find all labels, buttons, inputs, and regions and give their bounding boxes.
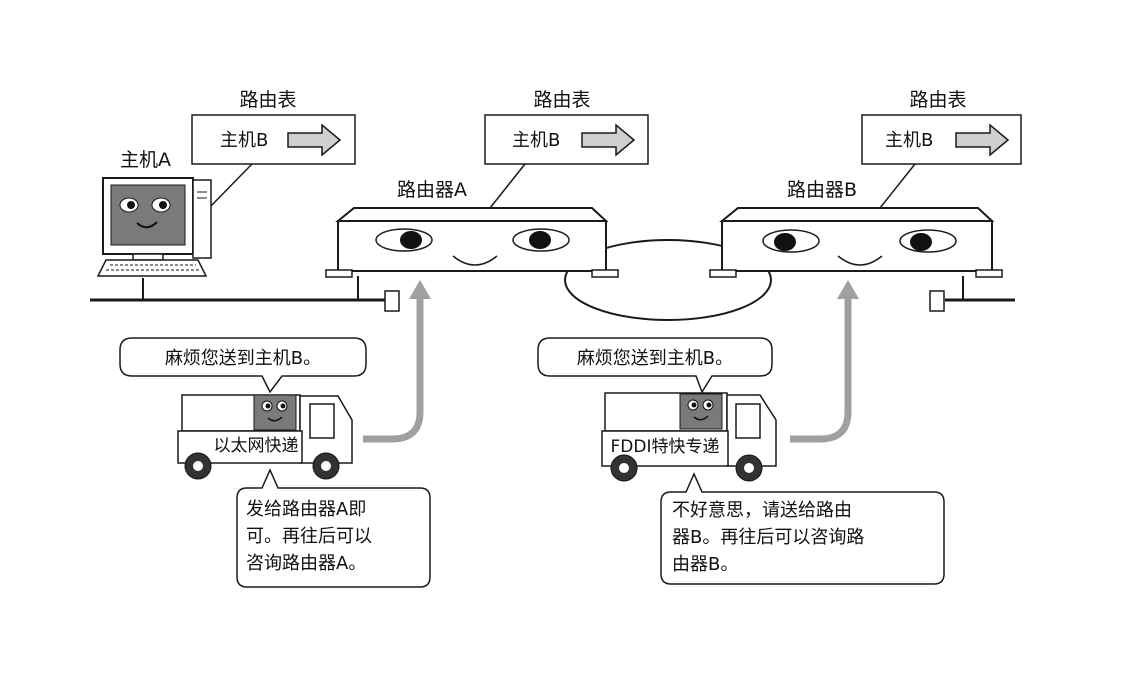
cab-window	[735, 403, 761, 439]
left-pupil	[774, 233, 796, 251]
response-text-a: 发给路由器A即 可。再往后可以 咨询路由器A。	[246, 496, 372, 577]
right-pupil	[706, 402, 712, 408]
right-arrow-icon	[955, 123, 1010, 157]
smile-icon	[136, 221, 158, 229]
smile-icon	[693, 415, 709, 421]
routing-table-entry: 主机B	[220, 130, 268, 151]
router-top-face	[719, 207, 995, 222]
cab-window	[309, 403, 335, 439]
driver-window	[253, 394, 297, 431]
wheel-hub	[619, 463, 629, 473]
left-terminator	[384, 290, 400, 312]
left-pupil	[400, 231, 422, 249]
router-foot	[591, 269, 619, 278]
routing-table-entry: 主机B	[512, 130, 560, 151]
monitor-screen	[110, 184, 186, 246]
monitor-stand	[132, 253, 164, 261]
response-line: 发给路由器A即	[246, 499, 367, 520]
routing-table-router-b: 路由表 主机B	[861, 89, 1022, 209]
courier-name: 以太网快递	[214, 436, 299, 456]
delivery-request: 麻烦您送到主机B。	[165, 348, 321, 369]
wheel-hub	[321, 461, 331, 471]
router-foot	[709, 269, 737, 278]
routing-table-title: 路由表	[239, 89, 296, 111]
router-top-face	[335, 207, 609, 222]
router-foot	[975, 269, 1003, 278]
left-pupil	[265, 403, 271, 409]
right-arrow-icon	[287, 123, 342, 157]
router-a-label: 路由器A	[397, 179, 467, 201]
truck-ethernet: 麻烦您送到主机B。 以太网快递	[119, 337, 367, 480]
wheel-hub	[744, 463, 754, 473]
smile-icon	[267, 416, 283, 422]
fddi-ring	[564, 239, 772, 321]
right-pupil	[910, 233, 932, 251]
response-line: 可。再往后可以	[246, 526, 372, 547]
speech-bubble	[119, 337, 367, 394]
response-bubble-b	[660, 472, 945, 585]
response-text-b: 不好意思，请送给路由 器B。再往后可以咨询路 由器B。	[672, 497, 864, 578]
speech-bubble	[537, 337, 773, 394]
forward-arrow-1	[363, 295, 424, 443]
system-unit	[192, 179, 212, 259]
routing-table-pointer	[879, 163, 916, 209]
right-arrow-icon	[581, 123, 636, 157]
left-pupil	[691, 402, 697, 408]
delivery-request: 麻烦您送到主机B。	[577, 348, 733, 369]
forward-arrow-2	[790, 295, 852, 443]
response-line: 由器B。	[672, 554, 739, 575]
host-a-label: 主机A	[120, 149, 171, 171]
arrowhead	[837, 280, 859, 299]
router-foot	[325, 269, 353, 278]
routing-table-host-a: 路由表 主机B	[191, 89, 356, 208]
arrowhead	[409, 280, 431, 299]
response-line: 咨询路由器A。	[246, 553, 367, 574]
router-a: 路由器A	[325, 179, 619, 278]
router-b: 路由器B	[709, 179, 1003, 278]
right-terminator	[929, 290, 945, 312]
left-pupil	[127, 201, 135, 209]
wheel-hub	[193, 461, 203, 471]
response-line: 不好意思，请送给路由	[672, 500, 852, 521]
smile-icon	[837, 255, 883, 266]
routing-table-router-a: 路由表 主机B	[484, 89, 649, 209]
routing-table-entry: 主机B	[885, 130, 933, 151]
routing-table-title: 路由表	[909, 89, 966, 111]
response-line: 器B。再往后可以咨询路	[672, 527, 865, 548]
right-pupil	[159, 201, 167, 209]
keyboard-icon	[96, 259, 208, 277]
driver-window	[679, 393, 723, 430]
host-a-computer: 主机A	[96, 149, 212, 277]
routing-table-pointer	[489, 163, 526, 209]
routing-table-title: 路由表	[533, 89, 590, 111]
right-pupil	[280, 403, 286, 409]
smile-icon	[452, 255, 498, 266]
response-bubble-a	[236, 468, 431, 588]
truck-fddi: 麻烦您送到主机B。 FDDI特快专递	[537, 337, 777, 482]
routing-table-pointer	[209, 163, 253, 208]
router-b-label: 路由器B	[787, 179, 857, 201]
courier-name: FDDI特快专递	[611, 437, 720, 457]
right-pupil	[529, 231, 551, 249]
